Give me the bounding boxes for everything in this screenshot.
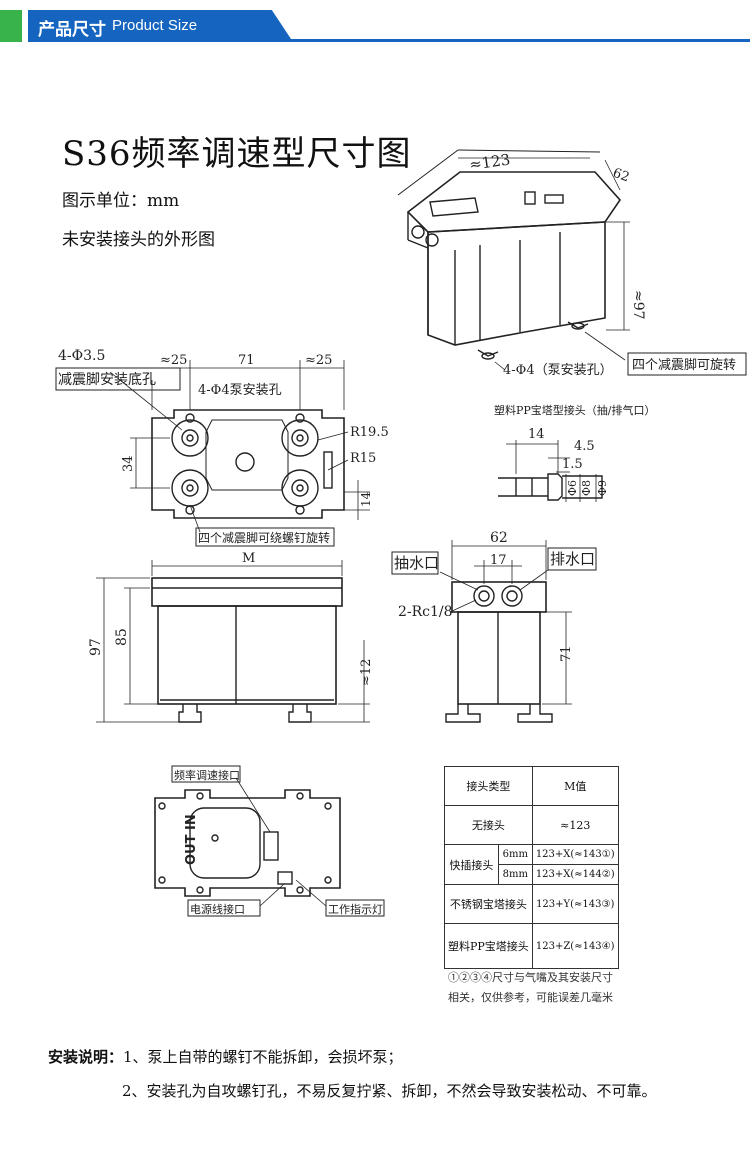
fitting-dim-15: 1.5 [562, 457, 583, 472]
table-note-line1: ①②③④尺寸与气嘴及其安装尺寸 [448, 971, 613, 984]
fitting-title: 塑料PP宝塔型接头（抽/排气口） [494, 403, 656, 417]
label-pump-holes: 4-Φ4（泵安装孔） [503, 363, 613, 378]
dim-top-center: 71 [238, 353, 255, 368]
table-note-line2: 相关，仅供参考，可能误差几毫米 [448, 991, 613, 1004]
side-view [439, 540, 572, 723]
dim-34: 34 [121, 455, 136, 472]
dim-iso-width: 62 [611, 166, 632, 186]
dim-iso-length: ≈123 [468, 150, 511, 174]
iso-view [397, 149, 630, 371]
dim-hole-small: 4-Φ3.5 [58, 348, 105, 364]
fitting-dim-d6: Φ6 [566, 480, 579, 496]
label-water-in: 抽水口 [394, 554, 439, 572]
install-item-1: 1、泵上自带的螺钉不能拆卸，会损坏泵； [123, 1048, 403, 1066]
label-indicator-light: 工作指示灯 [328, 902, 383, 916]
header-title-en: Product Size [112, 17, 198, 34]
label-feet-rotate: 四个减震脚可旋转 [632, 357, 736, 373]
fitting-dim-14: 14 [528, 427, 545, 442]
drawing-subtitle: 未安装接头的外形图 [62, 230, 215, 250]
m-value-table: 接头类型 M值 无接头 ≈123 快插接头 6mm 123+X(≈143①) 8… [444, 766, 619, 969]
dim-top-right: ≈25 [305, 353, 332, 368]
dim-r1: R19.5 [350, 425, 389, 440]
dim-85: 85 [114, 628, 130, 646]
dim-14: 14 [359, 491, 373, 507]
fitting-dim-d8: Φ8 [580, 480, 593, 496]
header-title-cn: 产品尺寸 [38, 20, 106, 40]
dim-12: ≈12 [359, 659, 374, 686]
dim-m: M [242, 551, 255, 566]
install-label: 安装说明： [48, 1048, 124, 1066]
label-out-in: OUT IN [184, 814, 199, 865]
table-row: 不锈钢宝塔接头 123+Y(≈143③) [444, 884, 619, 924]
header-accent [0, 10, 22, 42]
table-row: 无接头 ≈123 [444, 805, 619, 845]
install-notes: 安装说明：1、泵上自带的螺钉不能拆卸，会损坏泵； [48, 1046, 403, 1067]
dim-62: 62 [490, 530, 508, 546]
label-water-out: 排水口 [550, 550, 595, 568]
label-rc-thread: 2-Rc1/8 [398, 604, 453, 620]
header-tab [28, 10, 293, 42]
dim-97: 97 [88, 638, 104, 656]
header-underline [28, 39, 750, 42]
front-view [96, 560, 370, 723]
label-power-port: 电源线接口 [190, 902, 245, 916]
table-row: 塑料PP宝塔接头 123+Z(≈143④) [444, 923, 619, 969]
drawing-title: S36频率调速型尺寸图 [62, 134, 412, 174]
label-feet-rotate-screw: 四个减震脚可绕螺钉旋转 [198, 530, 330, 545]
bottom-view [154, 777, 341, 907]
table-note: ①②③④尺寸与气嘴及其安装尺寸 相关，仅供参考，可能误差几毫米 [448, 968, 613, 1008]
fitting-view [498, 440, 603, 502]
dim-pump-holes: 4-Φ4泵安装孔 [198, 383, 282, 398]
dim-iso-height: ≈97 [630, 290, 646, 320]
section-header: 产品尺寸 Product Size [0, 0, 750, 42]
dim-top-left: ≈25 [160, 353, 187, 368]
dim-71: 71 [559, 645, 574, 662]
top-view [109, 360, 370, 533]
label-speed-port: 频率调速接口 [174, 768, 240, 782]
table-row: 快插接头 6mm 123+X(≈143①) [444, 844, 619, 885]
table-header-m: M值 [531, 766, 619, 806]
label-base-holes: 减震脚安装底孔 [58, 372, 156, 388]
dim-17: 17 [490, 553, 507, 568]
install-item-2: 2、安装孔为自攻螺钉孔，不易反复拧紧、拆卸，不然会导致安装松动、不可靠。 [122, 1082, 657, 1100]
table-header-type: 接头类型 [444, 766, 533, 806]
fitting-dim-45: 4.5 [574, 439, 595, 454]
fitting-dim-d9: Φ9 [596, 480, 609, 496]
dim-r2: R15 [350, 451, 376, 466]
unit-label: 图示单位：mm [62, 191, 180, 211]
